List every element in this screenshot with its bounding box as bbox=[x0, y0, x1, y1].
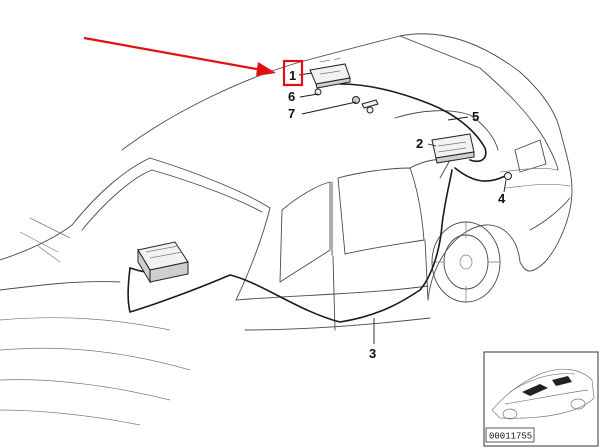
callout-1[interactable]: 1 bbox=[289, 68, 296, 83]
inset-part-number: 00011755 bbox=[489, 432, 532, 442]
cable-roof bbox=[339, 83, 487, 163]
highlight-box bbox=[282, 59, 304, 87]
connector-parts bbox=[314, 88, 379, 114]
highlight-arrow-shaft bbox=[83, 36, 263, 72]
inset-car bbox=[491, 368, 595, 420]
callout-6[interactable]: 6 bbox=[288, 89, 295, 104]
cable-antenna bbox=[454, 167, 506, 182]
leader-lines bbox=[298, 72, 507, 344]
callout-5[interactable]: 5 bbox=[472, 109, 479, 124]
antenna-amplifier bbox=[504, 172, 512, 180]
inset-thumbnail: 00011755 bbox=[483, 351, 599, 447]
callouts: 1 6 7 5 2 4 3 bbox=[288, 68, 506, 361]
front-control-unit bbox=[137, 241, 189, 284]
callout-2[interactable]: 2 bbox=[416, 136, 423, 151]
callout-7[interactable]: 7 bbox=[288, 106, 295, 121]
cable-main bbox=[127, 169, 453, 323]
callout-4[interactable]: 4 bbox=[498, 191, 506, 206]
roof-module bbox=[309, 57, 351, 89]
car-outline bbox=[0, 33, 573, 426]
highlight-arrow-head bbox=[256, 62, 276, 76]
tuner-module bbox=[431, 133, 475, 164]
callout-3[interactable]: 3 bbox=[369, 346, 376, 361]
highlight-annotation bbox=[83, 36, 304, 87]
